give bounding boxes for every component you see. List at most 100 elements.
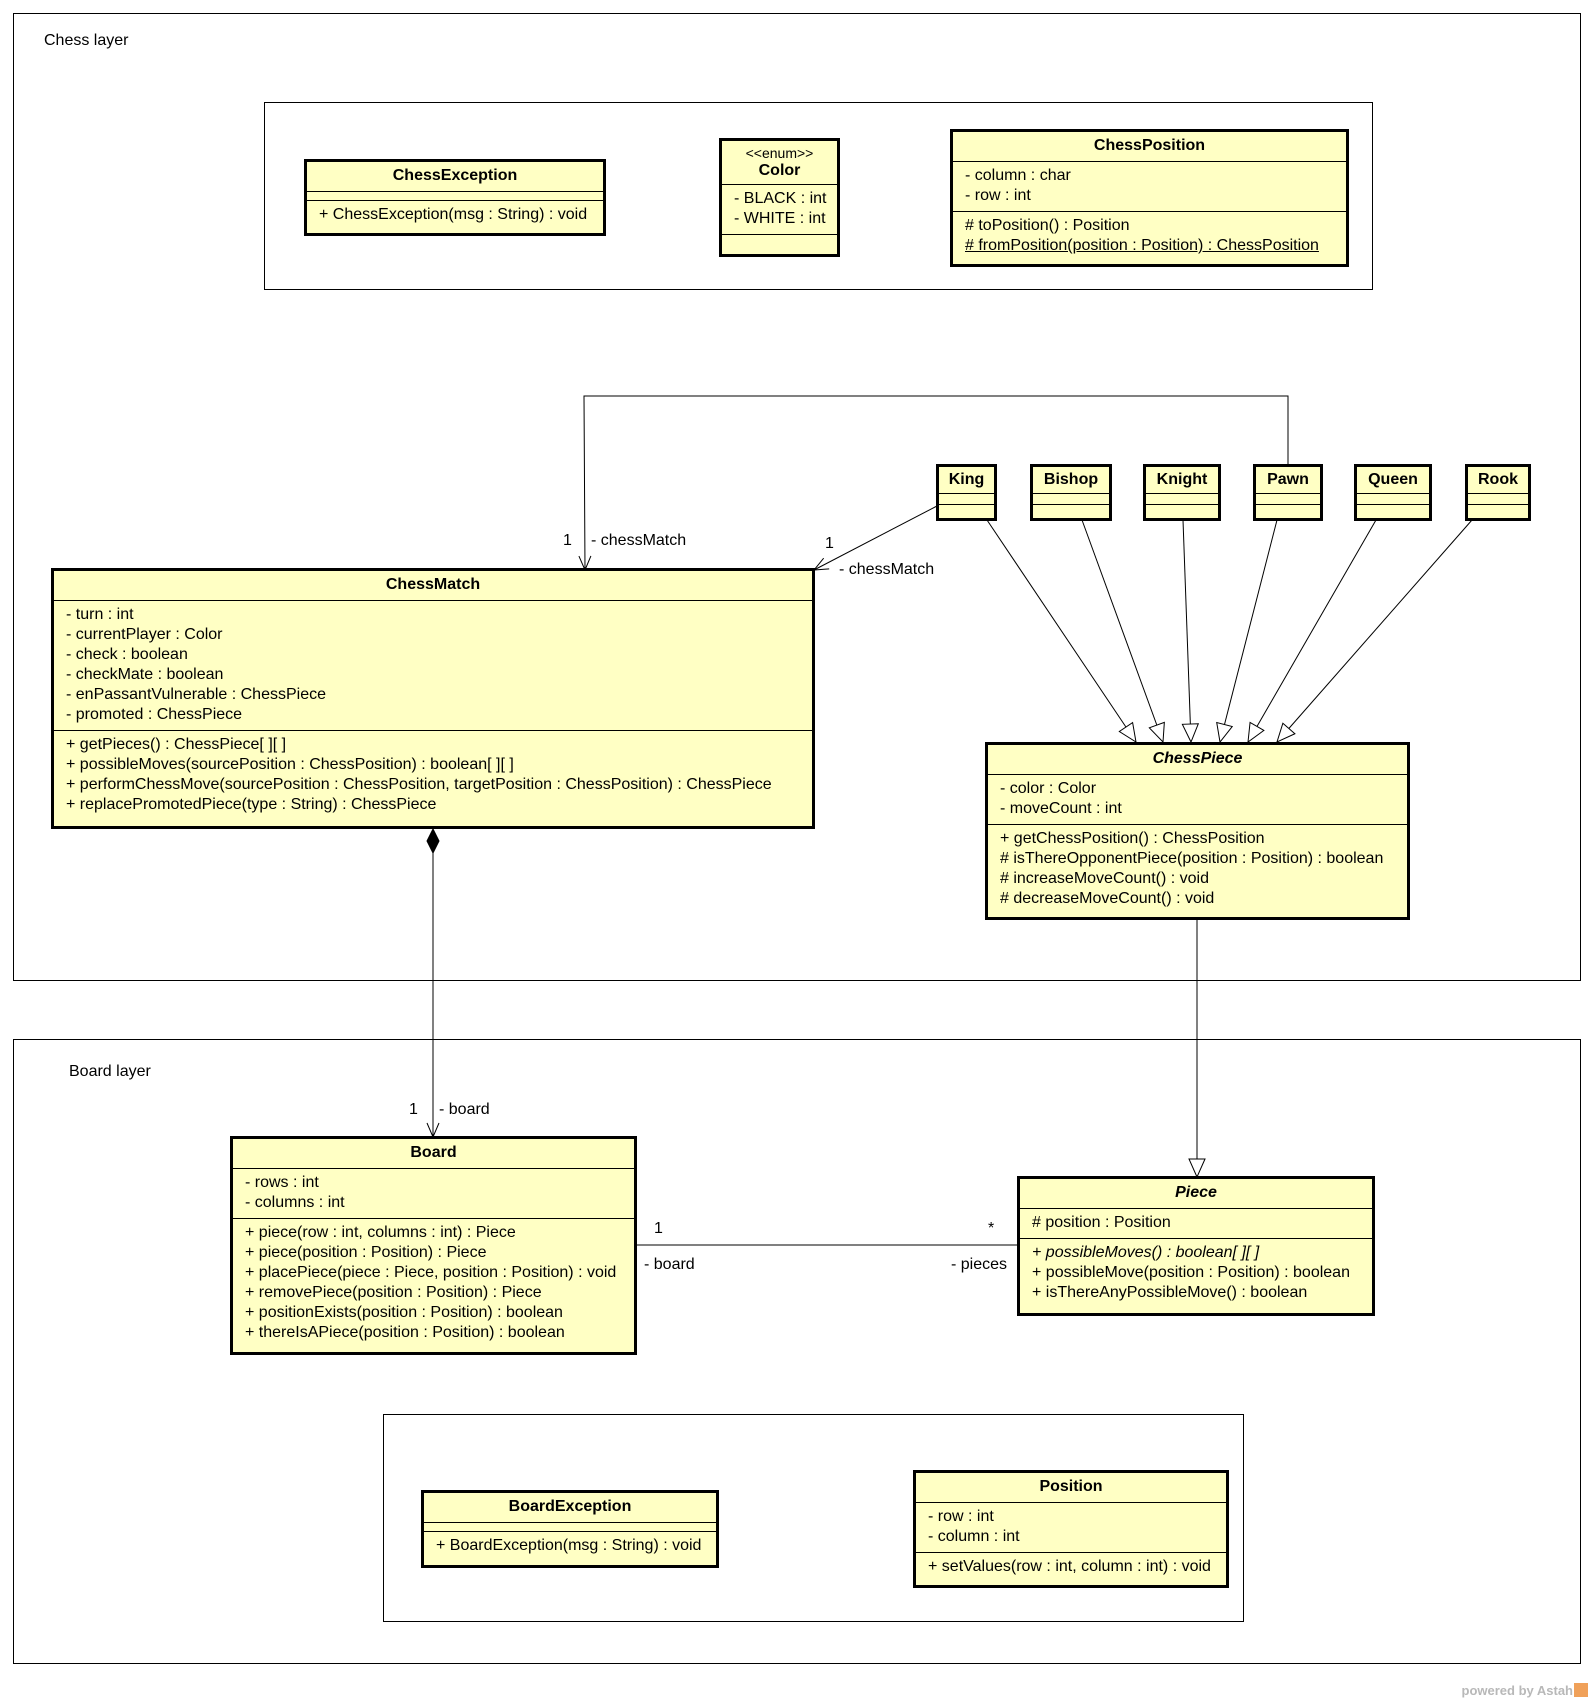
operation: + ChessException(msg : String) : void xyxy=(319,206,588,223)
attribute: - row : int xyxy=(965,187,1031,204)
pawn-match-multiplicity: 1 xyxy=(563,532,572,549)
attribute: - moveCount : int xyxy=(1000,800,1122,817)
class-rook[interactable]: Rook xyxy=(1465,464,1531,521)
attribute: - promoted : ChessPiece xyxy=(66,706,243,723)
operations-compartment xyxy=(722,235,837,243)
operation: + isThereAnyPossibleMove() : boolean xyxy=(1032,1284,1308,1301)
attributes-compartment: - rows : int - columns : int xyxy=(233,1169,634,1219)
attributes-compartment: - column : char - row : int xyxy=(953,162,1346,212)
astah-logo-icon xyxy=(1574,1683,1588,1697)
class-chess-position[interactable]: ChessPosition - column : char - row : in… xyxy=(950,129,1349,267)
operation: + getPieces() : ChessPiece[ ][ ] xyxy=(66,736,287,753)
class-bishop[interactable]: Bishop xyxy=(1030,464,1112,521)
operations-compartment xyxy=(939,505,994,515)
operation: + performChessMove(sourcePosition : Ches… xyxy=(66,776,772,793)
attribute: - columns : int xyxy=(245,1194,345,1211)
class-chess-piece[interactable]: ChessPiece - color : Color - moveCount :… xyxy=(985,742,1410,920)
operation: + positionExists(position : Position) : … xyxy=(245,1304,563,1321)
abstract-operation: + possibleMoves() : boolean[ ][ ] xyxy=(1032,1244,1260,1261)
class-piece[interactable]: Piece # position : Position + possibleMo… xyxy=(1017,1176,1375,1316)
operation: + piece(position : Position) : Piece xyxy=(245,1244,487,1261)
class-chess-exception[interactable]: ChessException + ChessException(msg : St… xyxy=(304,159,606,236)
operation: + thereIsAPiece(position : Position) : b… xyxy=(245,1324,565,1341)
class-king[interactable]: King xyxy=(936,464,997,521)
attributes-compartment xyxy=(1146,494,1218,505)
class-name: ChessException xyxy=(392,167,518,184)
operation: # increaseMoveCount() : void xyxy=(1000,870,1209,887)
class-name: Piece xyxy=(1175,1184,1217,1201)
attribute: - color : Color xyxy=(1000,780,1097,797)
board-misc-package xyxy=(383,1414,1244,1622)
operations-compartment: + possibleMoves() : boolean[ ][ ] + poss… xyxy=(1020,1239,1372,1308)
attributes-compartment xyxy=(939,494,994,505)
operation: + replacePromotedPiece(type : String) : … xyxy=(66,796,437,813)
class-board[interactable]: Board - rows : int - columns : int + pie… xyxy=(230,1136,637,1355)
piece-end-multiplicity: * xyxy=(988,1220,995,1237)
class-name: Knight xyxy=(1156,471,1208,488)
class-board-exception[interactable]: BoardException + BoardException(msg : St… xyxy=(421,1490,719,1568)
king-chessmatch-association xyxy=(814,505,938,570)
class-name: Position xyxy=(1039,1478,1103,1495)
class-knight[interactable]: Knight xyxy=(1143,464,1221,521)
board-layer-frame xyxy=(13,1039,1581,1664)
attributes-compartment xyxy=(1033,494,1109,505)
operations-compartment: + getPieces() : ChessPiece[ ][ ] + possi… xyxy=(54,731,812,820)
attributes-compartment xyxy=(1468,494,1528,505)
operations-compartment xyxy=(1256,505,1320,515)
pawn-generalization xyxy=(1220,519,1278,742)
operations-compartment: + BoardException(msg : String) : void xyxy=(424,1532,716,1561)
attributes-compartment xyxy=(307,192,603,201)
attribute: - column : int xyxy=(928,1528,1020,1545)
attributes-compartment xyxy=(1256,494,1320,505)
operation: # decreaseMoveCount() : void xyxy=(1000,890,1215,907)
attribute: - turn : int xyxy=(66,606,134,623)
piece-end-role: - pieces xyxy=(951,1256,1008,1273)
match-board-multiplicity: 1 xyxy=(409,1101,418,1118)
operation: + possibleMove(position : Position) : bo… xyxy=(1032,1264,1350,1281)
class-name: Bishop xyxy=(1043,471,1099,488)
attribute: - row : int xyxy=(928,1508,994,1525)
queen-generalization xyxy=(1248,519,1377,742)
operations-compartment xyxy=(1146,505,1218,515)
operation: + setValues(row : int, column : int) : v… xyxy=(928,1558,1211,1575)
chess-layer-frame xyxy=(13,13,1581,981)
class-name: Color xyxy=(758,162,801,179)
class-position[interactable]: Position - row : int - column : int + se… xyxy=(913,1470,1229,1588)
operations-compartment: # toPosition() : Position # fromPosition… xyxy=(953,212,1346,261)
class-color-enum[interactable]: <<enum>> Color - BLACK : int - WHITE : i… xyxy=(719,138,840,257)
static-operation: # fromPosition(position : Position) : Ch… xyxy=(965,237,1319,254)
attribute: - column : char xyxy=(965,167,1071,184)
bishop-generalization xyxy=(1081,519,1163,742)
attribute: - check : boolean xyxy=(66,646,188,663)
operation: + removePiece(position : Position) : Pie… xyxy=(245,1284,542,1301)
class-queen[interactable]: Queen xyxy=(1354,464,1432,521)
chess-layer-label: Chess layer xyxy=(44,32,129,49)
class-name: BoardException xyxy=(508,1498,632,1515)
class-name: ChessPosition xyxy=(1093,137,1206,154)
class-pawn[interactable]: Pawn xyxy=(1253,464,1323,521)
king-match-multiplicity: 1 xyxy=(825,535,834,552)
operations-compartment: + getChessPosition() : ChessPosition # i… xyxy=(988,825,1407,914)
chess-misc-package xyxy=(264,102,1373,290)
class-name: Queen xyxy=(1368,471,1418,488)
operations-compartment: + setValues(row : int, column : int) : v… xyxy=(916,1553,1226,1582)
knight-generalization xyxy=(1183,519,1191,742)
operations-compartment xyxy=(1033,505,1109,515)
operation: + placePiece(piece : Piece, position : P… xyxy=(245,1264,617,1281)
attribute: - enPassantVulnerable : ChessPiece xyxy=(66,686,326,703)
attribute: # position : Position xyxy=(1032,1214,1171,1231)
operations-compartment xyxy=(1468,505,1528,515)
attribute: - checkMate : boolean xyxy=(66,666,224,683)
attributes-compartment: # position : Position xyxy=(1020,1209,1372,1239)
watermark-text: powered by Astah xyxy=(1461,1683,1573,1698)
astah-watermark: powered by Astah xyxy=(1462,1683,1588,1698)
operation: + possibleMoves(sourcePosition : ChessPo… xyxy=(66,756,514,773)
operations-compartment: + ChessException(msg : String) : void xyxy=(307,201,603,230)
class-name: ChessPiece xyxy=(1152,750,1243,767)
attributes-compartment xyxy=(1357,494,1429,505)
operation: # toPosition() : Position xyxy=(965,217,1130,234)
pawn-chessmatch-association xyxy=(584,395,1289,570)
attributes-compartment: - turn : int - currentPlayer : Color - c… xyxy=(54,601,812,731)
class-chess-match[interactable]: ChessMatch - turn : int - currentPlayer … xyxy=(51,568,815,829)
class-name: Rook xyxy=(1478,471,1518,488)
